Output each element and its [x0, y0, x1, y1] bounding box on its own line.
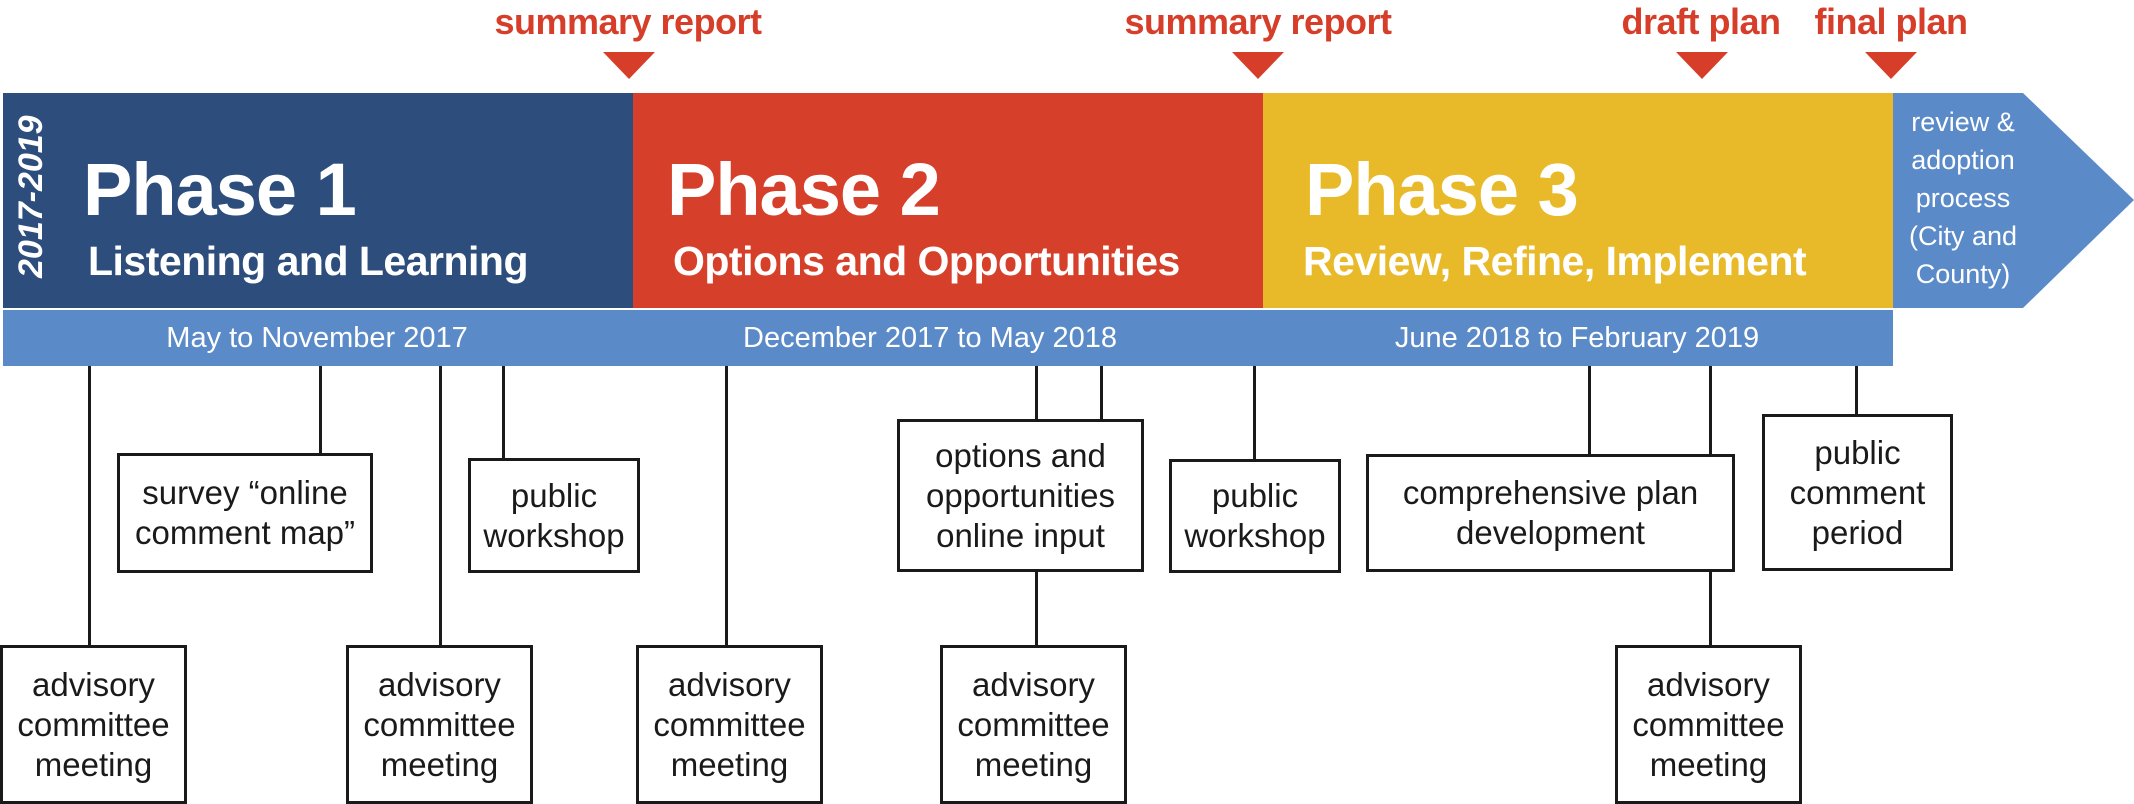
- milestone-final-plan: final plan: [1814, 1, 1968, 42]
- phase-2-block: Phase 2 Options and Opportunities: [633, 93, 1263, 308]
- phase-1-title: Phase 1: [83, 148, 357, 231]
- review-arrow-shape: [1893, 93, 2134, 308]
- phase-3-title: Phase 3: [1305, 148, 1579, 231]
- public-workshop-box-2: public workshop: [1169, 459, 1341, 573]
- connector-line: [439, 366, 442, 646]
- review-adoption-text: review & adoption process (City and Coun…: [1908, 107, 2018, 289]
- survey-box: survey “online comment map”: [117, 453, 373, 573]
- phase-3-subtitle: Review, Refine, Implement: [1303, 238, 1807, 284]
- advisory-meeting-box-4: advisory committee meeting: [940, 645, 1127, 804]
- connector-line: [725, 366, 728, 646]
- phase-3-dates: June 2018 to February 2019: [1394, 322, 1760, 354]
- phase-2-title: Phase 2: [667, 148, 941, 231]
- advisory-meeting-box-1: advisory committee meeting: [0, 645, 187, 804]
- phase-2-subtitle: Options and Opportunities: [673, 238, 1180, 284]
- milestone-marker-3: [1676, 52, 1728, 79]
- phase-1-block: 2017-2019 Phase 1 Listening and Learning: [3, 93, 633, 308]
- connector-line: [1588, 366, 1591, 455]
- connector-line: [1855, 366, 1858, 416]
- milestone-marker-1: [603, 52, 655, 79]
- phase-1-dates: May to November 2017: [166, 322, 468, 354]
- milestone-marker-4: [1865, 52, 1917, 79]
- advisory-meeting-box-5: advisory committee meeting: [1615, 645, 1802, 804]
- milestone-summary-report-2: summary report: [1124, 1, 1392, 42]
- connector-line: [1035, 366, 1038, 421]
- options-input-box: options and opportunities online input: [897, 419, 1144, 572]
- connector-line: [88, 366, 91, 646]
- years-label: 2017-2019: [12, 115, 50, 278]
- advisory-meeting-box-3: advisory committee meeting: [636, 645, 823, 804]
- advisory-meeting-box-2: advisory committee meeting: [346, 645, 533, 804]
- connector-line: [1100, 366, 1103, 421]
- phase-2-dates: December 2017 to May 2018: [743, 322, 1117, 354]
- connector-line: [502, 366, 505, 459]
- connector-line: [1035, 570, 1038, 646]
- phase-3-block: Phase 3 Review, Refine, Implement: [1263, 93, 1893, 308]
- date-bar: [3, 310, 1893, 366]
- public-workshop-box-1: public workshop: [468, 458, 640, 573]
- connector-line: [1253, 366, 1256, 460]
- milestone-marker-2: [1232, 52, 1284, 79]
- phase-1-subtitle: Listening and Learning: [88, 238, 529, 284]
- milestone-draft-plan: draft plan: [1621, 1, 1781, 42]
- plan-development-box: comprehensive plan development: [1366, 454, 1735, 572]
- comment-period-box: public comment period: [1762, 414, 1953, 571]
- milestone-summary-report-1: summary report: [494, 1, 762, 42]
- connector-line: [319, 366, 322, 454]
